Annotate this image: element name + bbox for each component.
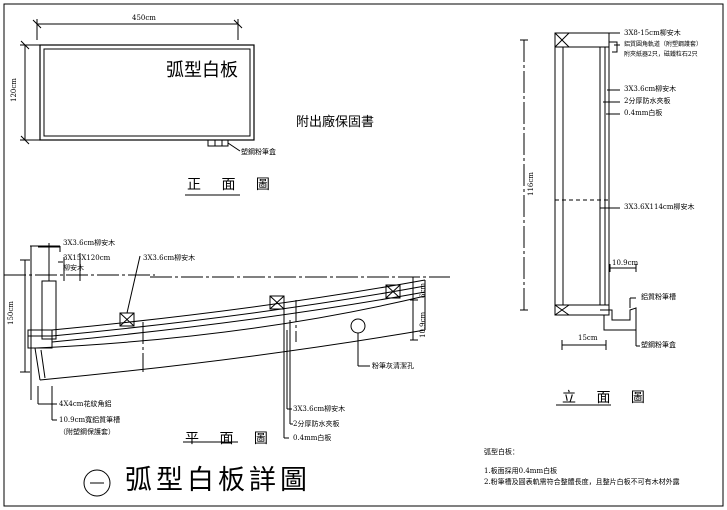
plan-label-wood-top: 3X3.6cm柳安木 (63, 239, 116, 247)
plan-label-tray-2: （附塑鋼保護套） (59, 428, 115, 436)
notes-item-2: 2.粉筆槽及圓表軌需符合整體長度，且整片白板不可有木材外露 (484, 478, 680, 486)
sheet-border (3, 3, 724, 507)
main-title: 弧型白板詳圖 (125, 465, 311, 496)
plan-label-post-2: 柳安木 (63, 264, 84, 272)
front-tray-label: 塑鋼粉筆盒 (241, 148, 276, 156)
side-view-drawing (520, 32, 640, 406)
notes-item-1: 1.板面採用0.4mm白板 (484, 467, 558, 475)
front-warranty-label: 附出廠保固書 (296, 115, 375, 130)
plan-label-post: 3X15X120cm (63, 254, 111, 262)
side-label-top-wood: 3X8-15cm柳安木 (624, 29, 681, 37)
plan-view-drawing (4, 243, 450, 443)
notes-heading: 弧型白板： (484, 448, 519, 456)
side-dim-15: 15cm (578, 334, 598, 342)
plan-label-whiteboard: 0.4mm白板 (293, 434, 332, 442)
side-label-plywood: 2分厚防水夾板 (624, 97, 671, 105)
side-dim-116: 116cm (527, 172, 535, 196)
plan-dim-6: 6cm (419, 282, 427, 298)
side-label-chalkbox: 塑鋼粉筆盒 (641, 341, 676, 349)
plan-view-caption: 平 面 圖 (185, 431, 276, 447)
front-board-title: 弧型白板 (166, 60, 238, 81)
plan-label-plywood: 2分厚防水夾板 (293, 420, 340, 428)
plan-dim-150: 150cm (7, 301, 15, 325)
plan-label-cleanout: 粉筆灰清潔孔 (372, 362, 414, 370)
side-dim-109: 10.9cm (612, 259, 639, 267)
side-label-whiteboard: 0.4mm白板 (624, 109, 663, 117)
side-label-wood114: 3X3.6X114cm柳安木 (624, 203, 695, 211)
plan-label-wood-bottom: 3X3.6cm柳安木 (293, 405, 346, 413)
side-label-rail: 鋁質圓角軌道（附塑鋼護套） (624, 41, 703, 48)
side-label-tray: 鋁質粉筆槽 (641, 293, 676, 301)
side-label-rail-2: 附夾紙器2只，磁鐵粒石2只 (624, 51, 698, 58)
plan-label-tray: 10.9cm寬鋁質筆槽 (59, 416, 121, 424)
plan-label-corner: 4X4cm花紋角鋁 (59, 400, 112, 408)
front-width-dimension: 450cm (132, 14, 156, 22)
title-number-circle (83, 469, 111, 497)
front-view-caption: 正 面 圖 (187, 177, 278, 193)
side-view-caption: 立 面 圖 (562, 390, 653, 406)
plan-dim-109: 10.9cm (419, 311, 427, 338)
plan-label-wood-top-2: 3X3.6cm柳安木 (143, 254, 196, 262)
front-view-drawing (20, 19, 255, 196)
side-label-wood36: 3X3.6cm柳安木 (624, 85, 677, 93)
front-height-dimension: 120cm (10, 78, 18, 102)
